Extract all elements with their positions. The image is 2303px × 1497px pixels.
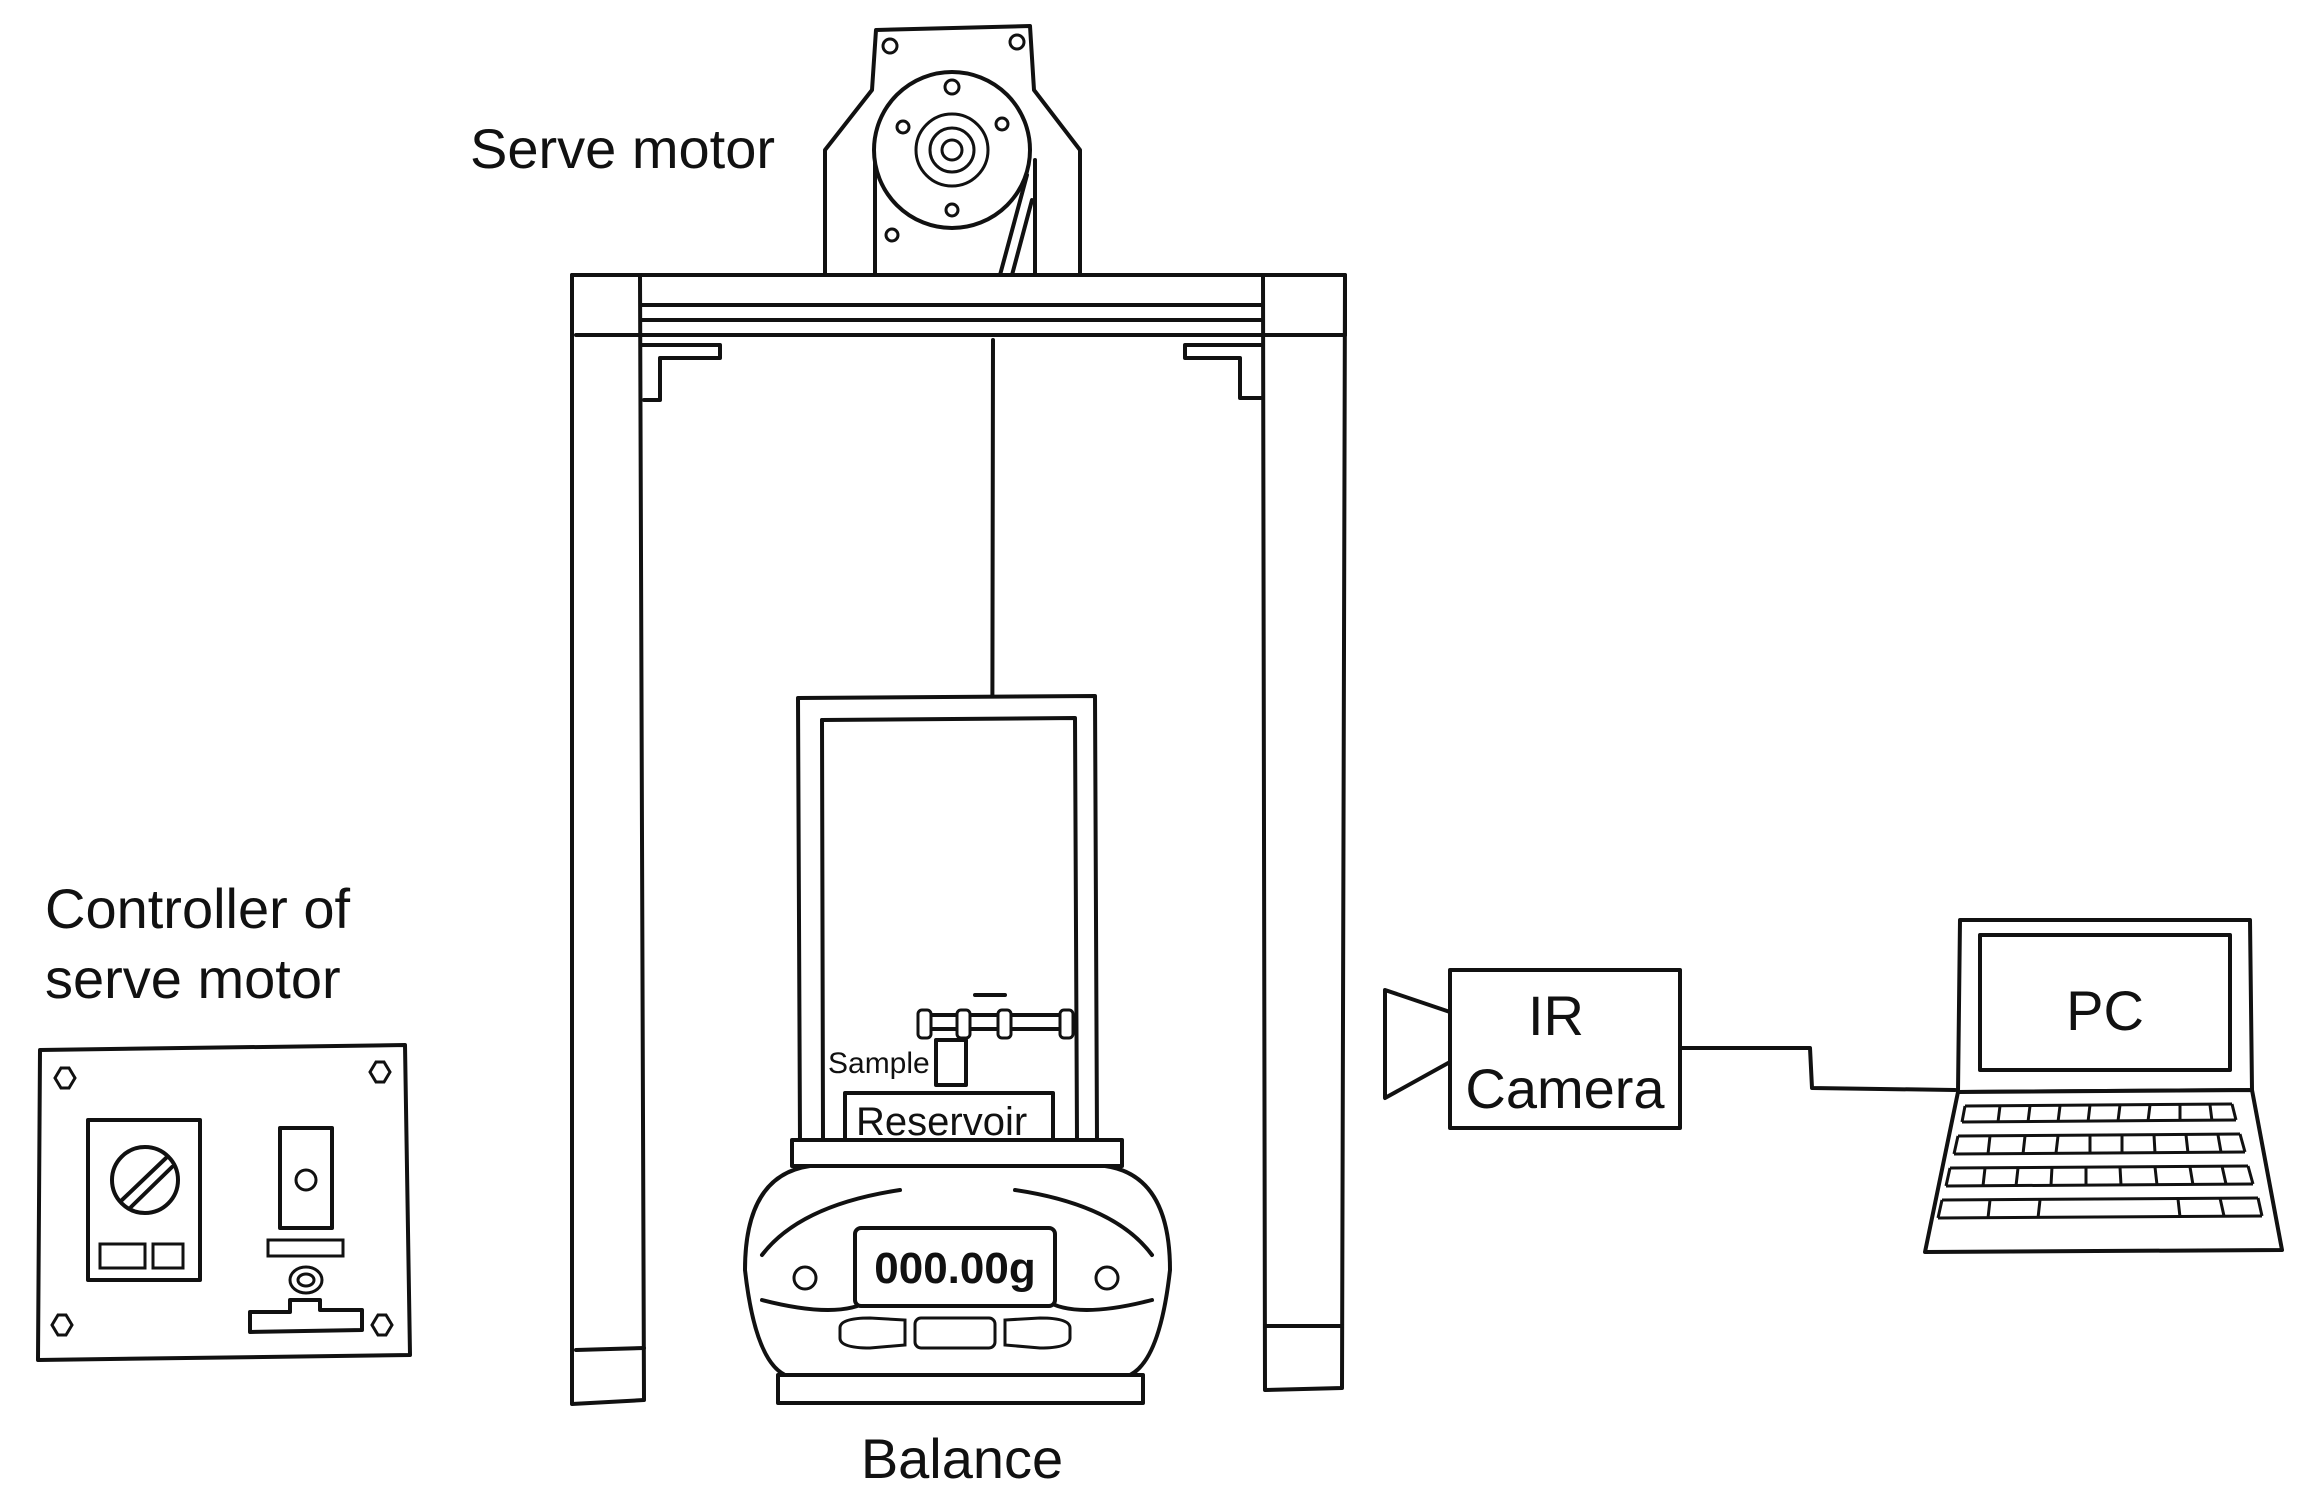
balance — [743, 1138, 1172, 1405]
laptop-keyboard — [1936, 1102, 2264, 1220]
balance-label: Balance — [861, 1427, 1063, 1490]
camera-cable — [1678, 1046, 1957, 1092]
servo-motor-label: Serve motor — [470, 117, 775, 180]
ir-camera-label-line2: Camera — [1465, 1057, 1665, 1120]
pc-label: PC — [2066, 979, 2144, 1042]
servo-motor — [823, 24, 1082, 277]
sample-holder — [916, 993, 1075, 1087]
controller-label-line2: serve motor — [45, 947, 341, 1010]
pc-laptop — [1923, 918, 2284, 1254]
reservoir — [843, 1091, 1055, 1143]
ir-camera — [1383, 968, 1682, 1130]
ir-camera-label-line1: IR — [1528, 984, 1584, 1047]
servo-controller — [36, 1043, 412, 1362]
controller-label-line1: Controller of — [45, 877, 350, 940]
balance-display: 000.00g — [874, 1244, 1035, 1293]
sample-label: Sample — [828, 1047, 930, 1080]
frame — [570, 273, 1347, 1406]
reservoir-label: Reservoir — [856, 1100, 1027, 1144]
